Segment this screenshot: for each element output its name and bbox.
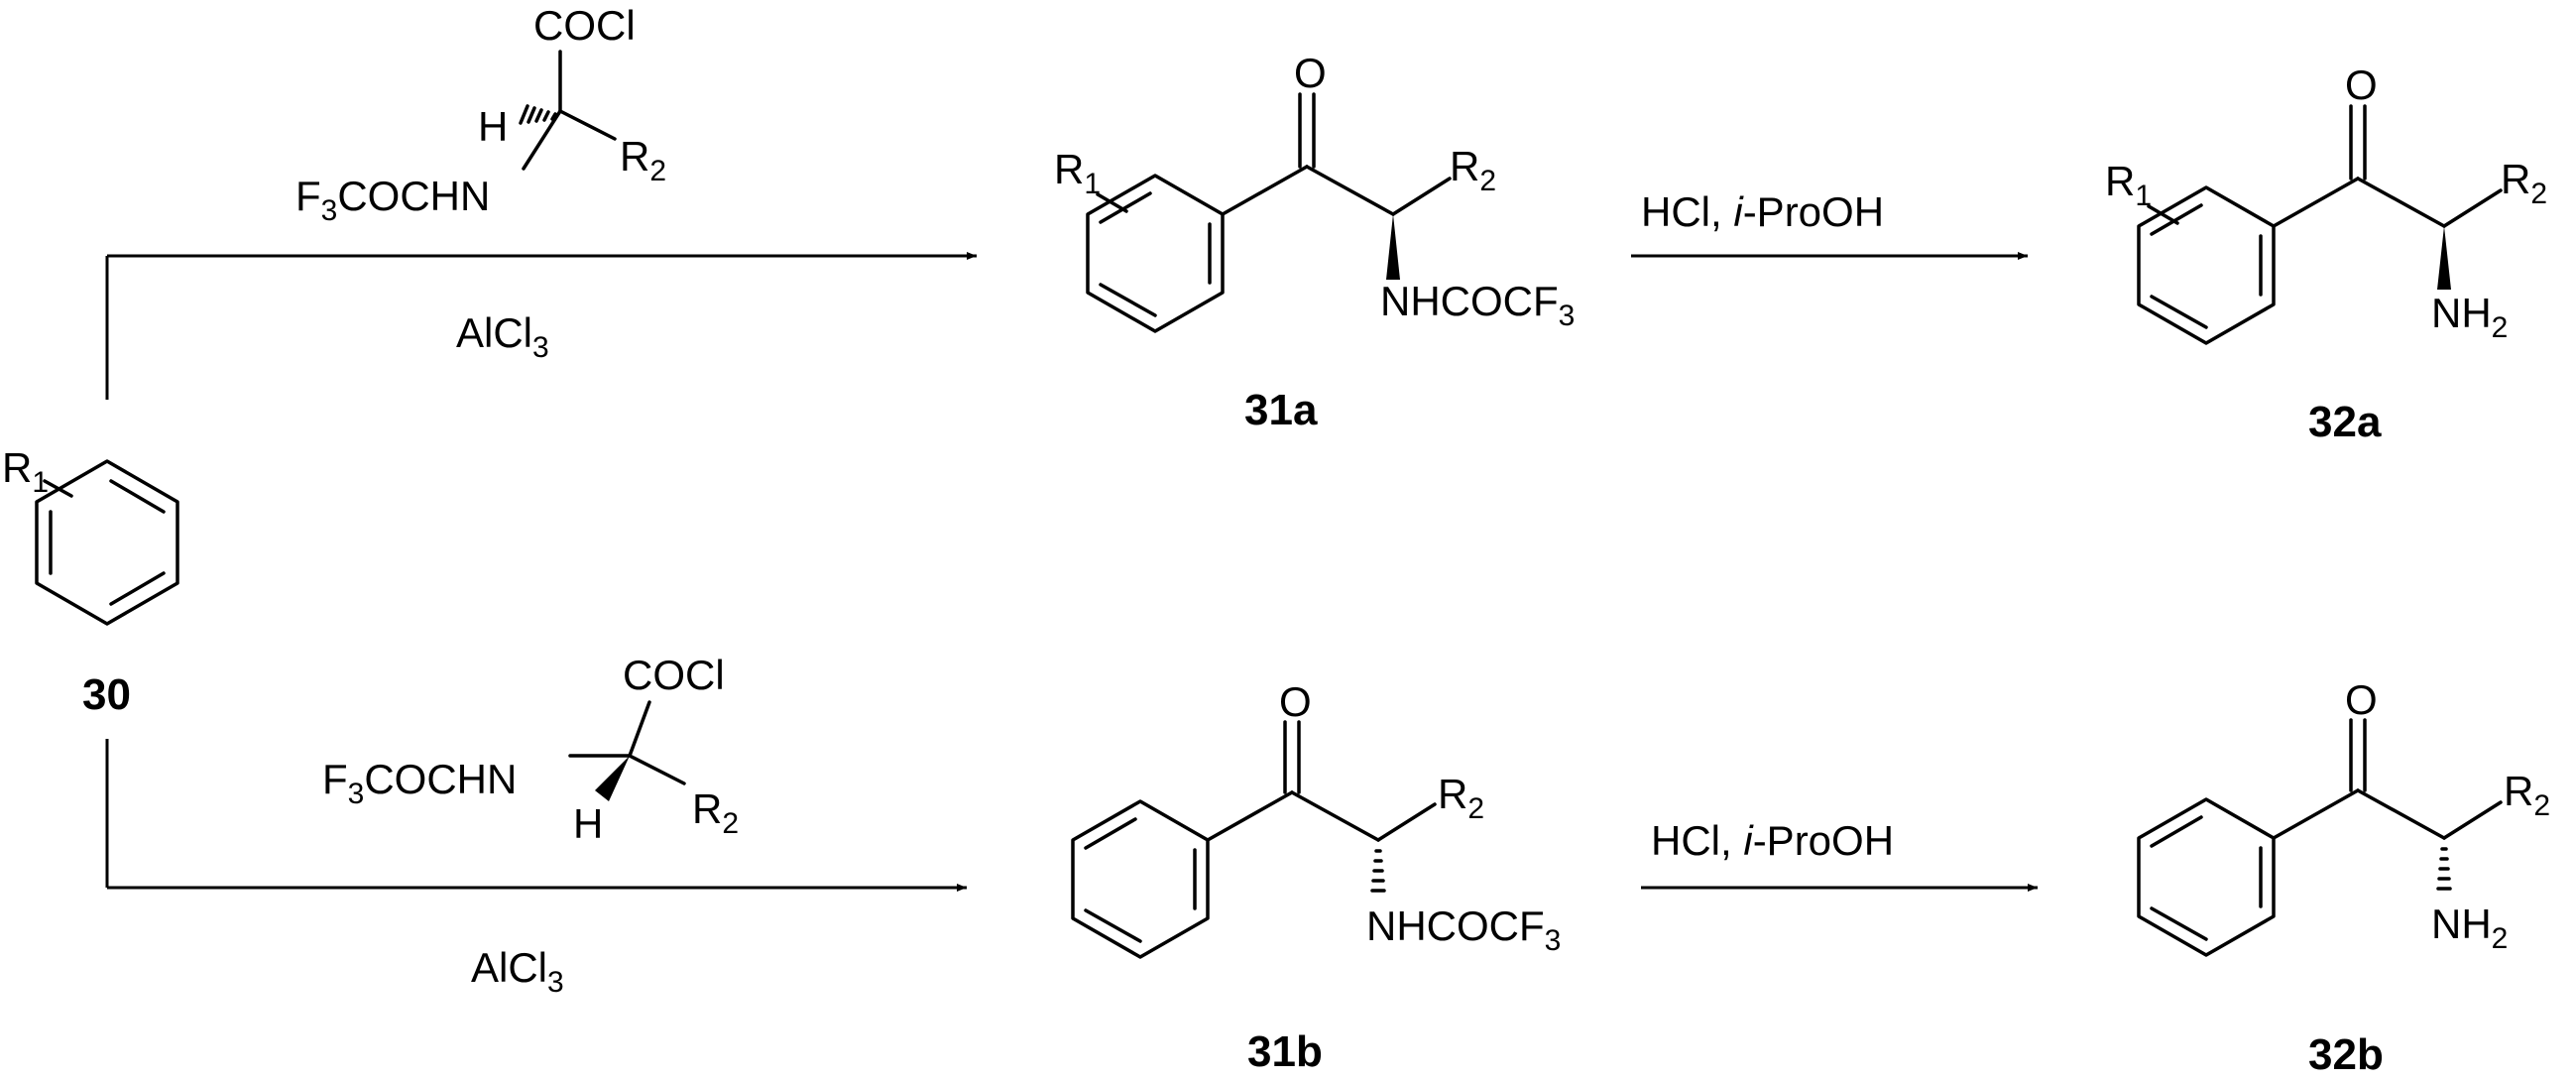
lewis-acid-label: AlCl3 xyxy=(471,944,564,999)
compound-number-30: 30 xyxy=(82,670,131,719)
compound-number-32b: 32b xyxy=(2308,1030,2384,1079)
oxygen-label: O xyxy=(2345,676,2378,723)
hashed-wedge-bond xyxy=(519,104,557,125)
oxygen-label: O xyxy=(1294,50,1327,96)
r1-bond xyxy=(2147,204,2179,225)
aromatic-double-bond xyxy=(1084,817,1137,850)
hashed-wedge-bond xyxy=(1370,849,1386,893)
aromatic-double-bond xyxy=(1084,908,1142,943)
r2-label: R2 xyxy=(1450,143,1496,197)
r2-label: R2 xyxy=(692,785,739,840)
r2-label: R2 xyxy=(1438,771,1484,825)
benzene-ring-31b xyxy=(1071,799,1210,959)
amine-label: NH2 xyxy=(2431,901,2508,955)
deprotection-conditions-top: HCl, i-ProOH xyxy=(1641,188,1884,235)
compound-31a-structure: R1 O R2 NHCOCF3 31a xyxy=(1054,50,1575,434)
bond xyxy=(1221,165,1309,216)
compound-number-31a: 31a xyxy=(1244,386,1318,434)
tfa-amide-label: F3COCHN xyxy=(295,173,490,227)
compound-number-32a: 32a xyxy=(2308,398,2382,446)
hydrogen-label: H xyxy=(573,800,603,847)
compound-32b-structure: O R2 NH2 32b xyxy=(2137,676,2550,1079)
aromatic-double-bond xyxy=(2150,815,2203,848)
bond xyxy=(522,109,562,171)
top-acyl-chloride-reagent: COCl H R2 F3COCHN AlCl3 xyxy=(295,2,666,364)
bond xyxy=(1290,790,1380,842)
compound-31b-structure: O R2 NHCOCF3 31b xyxy=(1071,678,1561,1076)
hydrogen-label: H xyxy=(478,103,508,150)
r2-label: R2 xyxy=(2501,156,2547,210)
r2-label: R2 xyxy=(620,133,666,187)
bottom-acyl-chloride-reagent: COCl H R2 F3COCHN AlCl3 xyxy=(322,652,739,999)
aromatic-double-bond xyxy=(2150,906,2208,941)
solid-wedge-bond xyxy=(2437,226,2451,290)
r1-label: R1 xyxy=(2105,158,2152,212)
aromatic-double-bond xyxy=(1099,191,1152,224)
bond xyxy=(1391,177,1452,216)
compound-30-structure: R1 30 xyxy=(2,444,179,719)
benzene-ring-32b xyxy=(2137,797,2276,957)
bond xyxy=(2272,177,2360,228)
bond xyxy=(1206,790,1294,842)
amine-label: NH2 xyxy=(2431,290,2508,344)
aromatic-double-bond xyxy=(2150,203,2203,236)
benzene-ring-30 xyxy=(35,459,179,626)
r1-bond xyxy=(1096,192,1128,213)
bond xyxy=(558,109,617,141)
tfa-amide-label: NHCOCF3 xyxy=(1366,902,1561,957)
bond xyxy=(2442,188,2503,228)
solid-wedge-bond xyxy=(595,756,630,801)
oxygen-label: O xyxy=(1279,678,1312,725)
compound-number-31b: 31b xyxy=(1247,1027,1323,1076)
bond xyxy=(2356,788,2446,840)
bond xyxy=(628,700,651,758)
tfa-amide-label: F3COCHN xyxy=(322,756,517,810)
bond xyxy=(2356,177,2446,228)
acyl-chloride-label: COCl xyxy=(533,2,636,49)
r2-label: R2 xyxy=(2504,768,2550,822)
r1-label: R1 xyxy=(1054,146,1101,200)
oxygen-label: O xyxy=(2345,61,2378,108)
r1-label: R1 xyxy=(2,444,49,499)
acyl-chloride-label: COCl xyxy=(623,652,725,698)
bond xyxy=(628,754,686,785)
aromatic-double-bond xyxy=(109,479,166,514)
bond xyxy=(1376,802,1437,842)
bond xyxy=(2442,800,2503,840)
aromatic-double-bond xyxy=(1099,283,1157,317)
lewis-acid-label: AlCl3 xyxy=(456,309,549,364)
deprotection-conditions-bottom: HCl, i-ProOH xyxy=(1651,817,1894,864)
solid-wedge-bond xyxy=(1386,214,1400,280)
hashed-wedge-bond xyxy=(2436,847,2452,891)
branch-lines xyxy=(105,252,2038,892)
aromatic-double-bond xyxy=(109,571,166,606)
tfa-amide-label: NHCOCF3 xyxy=(1380,278,1575,332)
compound-32a-structure: R1 O R2 NH2 32a xyxy=(2105,61,2547,446)
bond xyxy=(2272,788,2360,840)
bond xyxy=(1305,165,1395,216)
r1-bond xyxy=(43,479,73,498)
aromatic-double-bond xyxy=(2150,295,2208,329)
